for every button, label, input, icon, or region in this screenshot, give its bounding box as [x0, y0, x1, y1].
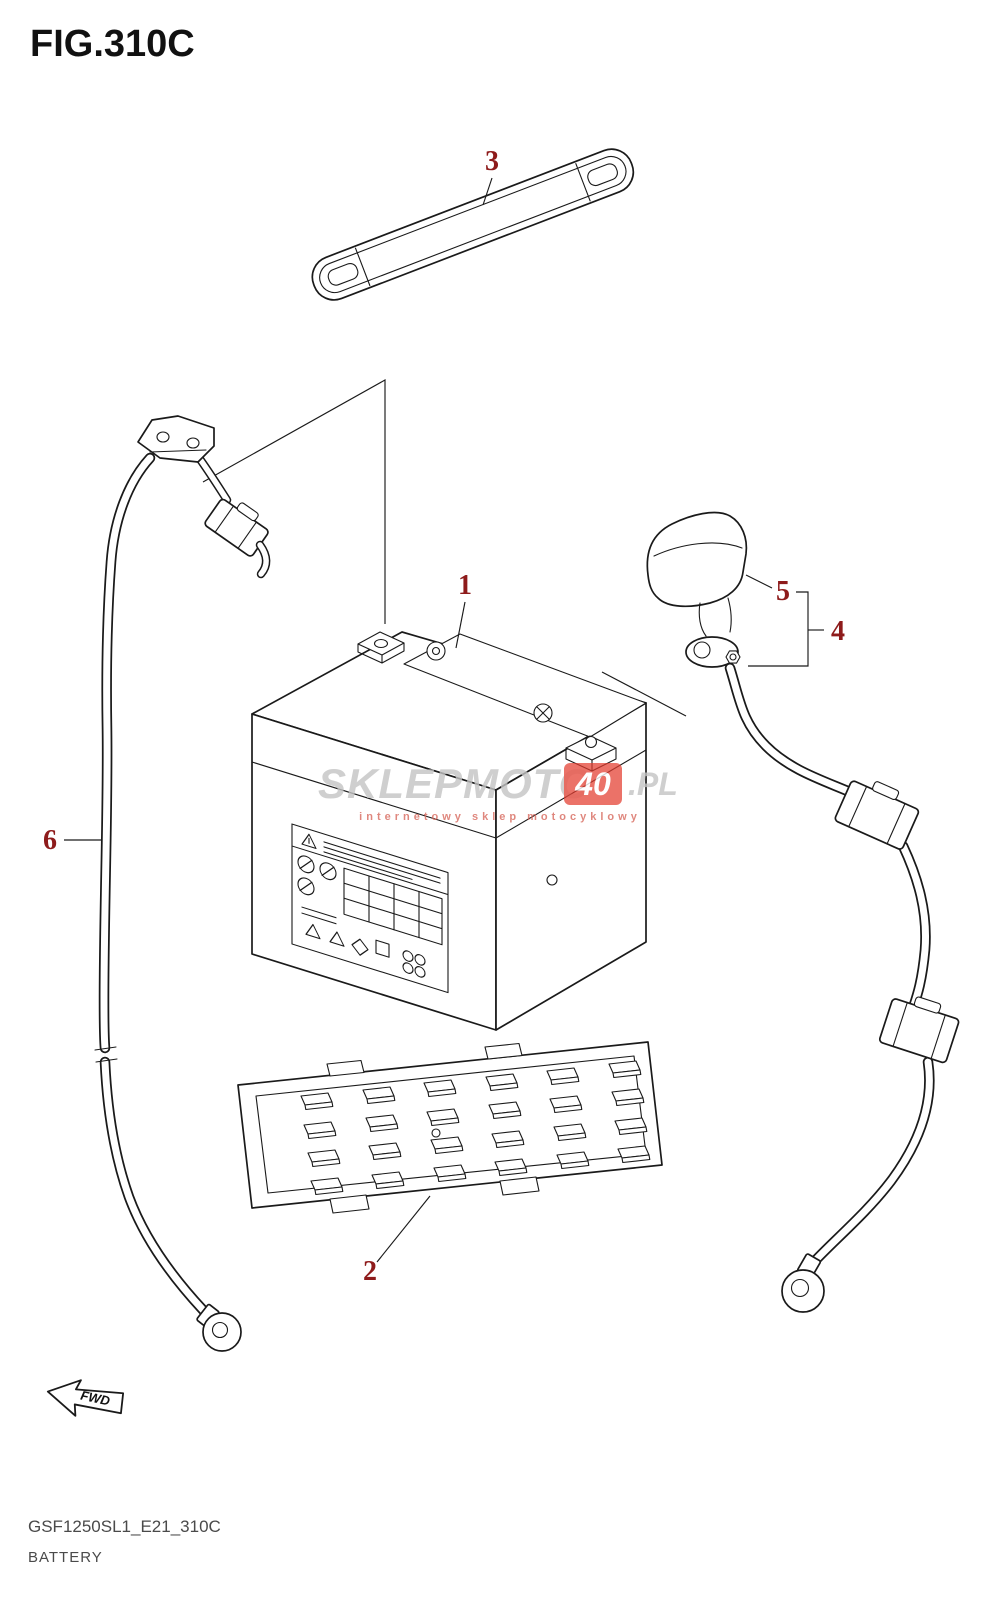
- tray-tab: [484, 1042, 523, 1060]
- fwd-arrow-shape: [46, 1379, 125, 1417]
- callout-6: 6: [43, 825, 57, 856]
- watermark-suffix: .PL: [628, 766, 678, 802]
- negative-cable: [94, 415, 271, 1352]
- figure-title: FIG.310C: [30, 23, 195, 65]
- tray-center-hole: [431, 1128, 441, 1138]
- terminal-bolt: [725, 650, 741, 664]
- positive-cable-ring-terminal: [781, 1253, 825, 1313]
- watermark-highlight: 40: [574, 766, 611, 802]
- fwd-arrow: FWD: [46, 1379, 125, 1417]
- positive-cable-connector-upper: [834, 780, 920, 850]
- footer-figure-name: BATTERY: [28, 1549, 103, 1566]
- positive-cable-connector-lower: [878, 996, 960, 1064]
- tray-tab: [499, 1176, 540, 1196]
- leader-5: [745, 574, 773, 589]
- battery-terminal-right: [565, 735, 617, 772]
- callout-1: 1: [458, 570, 472, 601]
- terminal-cover: [646, 511, 748, 637]
- callout-4: 4: [831, 616, 845, 647]
- leader-positive-terminal: [601, 671, 687, 717]
- battery-terminal-left: [357, 631, 405, 664]
- terminal-cover-assembly: [646, 511, 748, 668]
- callout-2: 2: [363, 1256, 377, 1287]
- battery-top-plate: [403, 633, 647, 738]
- battery-tray: [237, 1041, 663, 1214]
- callout-3: 3: [485, 146, 499, 177]
- negative-terminal-clamp: [137, 415, 215, 463]
- cable-joint-mark: [95, 1058, 118, 1063]
- bracket-4: [748, 591, 809, 667]
- callout-5: 5: [776, 576, 790, 607]
- watermark-tagline: internetowy sklep motocyklowy: [359, 811, 641, 823]
- battery-warning-label: [291, 823, 449, 994]
- leader-2: [376, 1195, 431, 1263]
- tray-tab: [329, 1194, 370, 1214]
- footer-model-code: GSF1250SL1_E21_310C: [28, 1517, 221, 1536]
- fwd-label: FWD: [79, 1388, 112, 1409]
- cable-joint-mark: [94, 1046, 117, 1051]
- battery: [251, 631, 647, 1031]
- ring-terminal-top: [685, 636, 741, 668]
- watermark-highlight-box: [564, 763, 622, 805]
- watermark: SKLEPMOTO 40 .PL internetowy sklep motoc…: [318, 760, 678, 823]
- tray-tab: [326, 1059, 365, 1077]
- leader-1: [455, 601, 466, 649]
- positive-cable: [724, 662, 960, 1313]
- battery-strap: [311, 148, 635, 301]
- watermark-brand: SKLEPMOTO: [318, 760, 592, 807]
- leader-negative-terminal: [202, 379, 386, 624]
- leader-3: [482, 177, 493, 206]
- battery-vent-plug: [546, 874, 558, 886]
- negative-cable-ring-terminal: [196, 1303, 242, 1352]
